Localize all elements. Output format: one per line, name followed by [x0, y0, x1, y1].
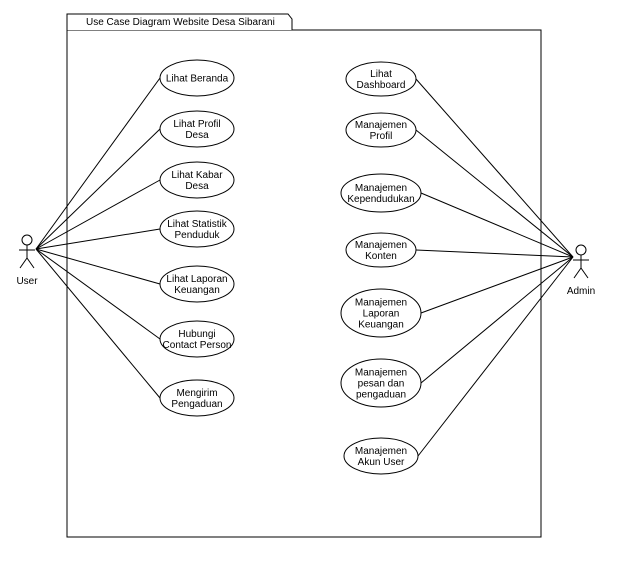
use-case-ellipse — [340, 173, 422, 213]
use-case-label: Keuangan — [358, 320, 404, 331]
use-case-label: Keuangan — [174, 285, 220, 296]
use-case-label: pengaduan — [356, 390, 406, 401]
use-case-ellipse — [340, 358, 422, 408]
use-case-ellipse — [159, 379, 235, 417]
user-association-line — [35, 248, 161, 285]
use-case-label: Manajemen — [355, 120, 407, 131]
use-case-label: Lihat Kabar — [171, 170, 223, 181]
use-case-label: Laporan — [363, 309, 400, 320]
use-case-label: Lihat Statistik — [167, 219, 227, 230]
admin-association-line — [415, 249, 574, 258]
actor-user[interactable]: User — [16, 234, 38, 287]
use-case-label: Penduduk — [174, 230, 220, 241]
use-case-label: Manajemen — [355, 240, 407, 251]
use-case-ellipse — [159, 320, 235, 358]
system-title: Use Case Diagram Website Desa Sibarani — [86, 17, 275, 28]
use-case-label: Contact Person — [163, 340, 232, 351]
user-association-line — [35, 128, 161, 250]
admin-association-line — [417, 256, 574, 457]
use-case-label: Lihat — [370, 69, 392, 80]
admin-actor-icon — [573, 244, 589, 279]
use-case-ellipse — [345, 112, 417, 148]
use-case-label: Desa — [185, 181, 209, 192]
use-case-ellipse — [345, 61, 417, 97]
admin-association-line — [415, 129, 574, 258]
user-association-line — [35, 228, 161, 250]
use-case-ellipse — [159, 110, 235, 148]
use-case-label: Lihat Profil — [173, 119, 220, 130]
use-case-ellipse — [345, 232, 417, 268]
use-case-label: Manajemen — [355, 368, 407, 379]
use-case-ellipse — [159, 265, 235, 303]
actor-admin[interactable]: Admin — [567, 244, 595, 297]
admin-association-line — [415, 78, 574, 258]
use-case-label: Akun User — [358, 457, 405, 468]
use-case-label: Lihat Beranda — [166, 74, 229, 85]
user-association-line — [35, 77, 161, 250]
user-use-case-1[interactable]: Lihat Beranda — [159, 59, 235, 97]
system-boundary — [66, 29, 542, 538]
use-case-ellipse — [343, 437, 419, 475]
use-case-ellipse — [340, 288, 422, 338]
use-case-label: Profil — [370, 131, 393, 142]
use-case-ellipse — [159, 161, 235, 199]
use-case-label: Hubungi — [178, 329, 215, 340]
admin-association-line — [420, 256, 574, 314]
use-case-label: Desa — [185, 130, 209, 141]
use-case-label: Kependudukan — [347, 194, 414, 205]
admin-association-line — [420, 192, 574, 258]
user-association-line — [35, 248, 161, 399]
use-case-label: Mengirim — [176, 388, 217, 399]
user-association-line — [35, 248, 161, 340]
use-case-label: Manajemen — [355, 446, 407, 457]
user-association-line — [35, 179, 161, 250]
user-actor-icon — [19, 234, 35, 269]
actor-admin-label: Admin — [567, 286, 595, 297]
actor-user-label: User — [16, 276, 38, 287]
associations — [35, 77, 574, 457]
admin-association-line — [420, 256, 574, 384]
use-case-ellipse — [159, 210, 235, 248]
use-case-label: pesan dan — [358, 379, 405, 390]
use-case-label: Manajemen — [355, 183, 407, 194]
use-case-label: Pengaduan — [171, 399, 222, 410]
use-case-label: Manajemen — [355, 298, 407, 309]
use-case-label: Lihat Laporan — [166, 274, 227, 285]
system-title-tab — [66, 13, 293, 30]
use-case-ellipse — [159, 59, 235, 97]
use-case-label: Dashboard — [357, 80, 406, 91]
use-case-label: Konten — [365, 251, 397, 262]
